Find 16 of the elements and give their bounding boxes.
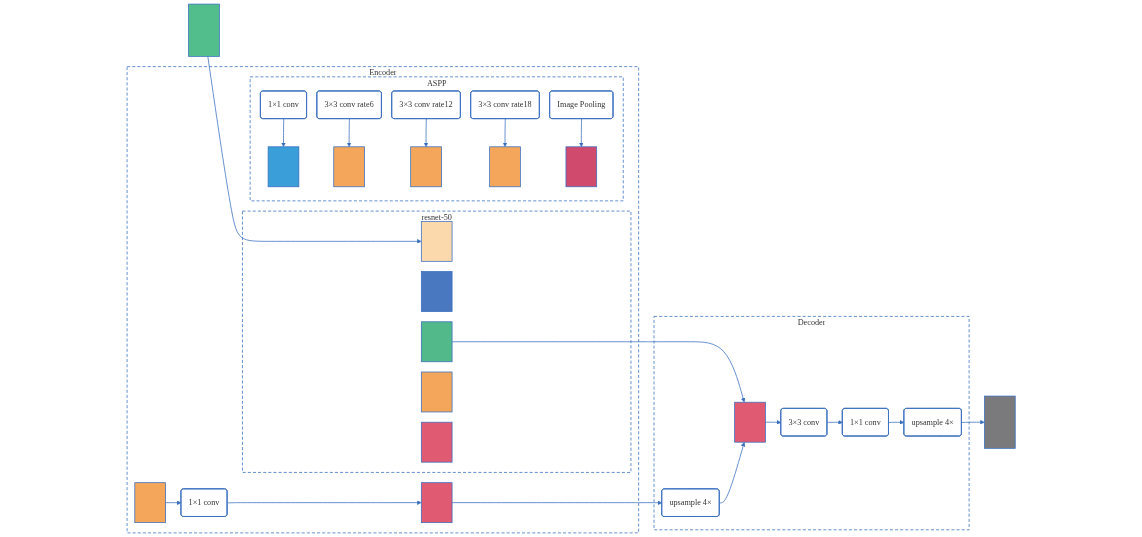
node-bar	[420, 271, 453, 312]
node-bar	[420, 220, 453, 262]
node-bar	[420, 482, 453, 524]
node-bar	[489, 146, 521, 188]
node-bar	[734, 401, 766, 443]
node-box	[188, 3, 220, 57]
node-box	[983, 395, 1016, 449]
node-bar	[267, 146, 300, 188]
node-bar	[420, 421, 453, 463]
node-bar	[410, 146, 442, 188]
node-bar	[565, 146, 597, 188]
node-bar	[333, 146, 365, 188]
node-bar	[420, 371, 453, 413]
node-bar	[420, 321, 453, 363]
node-bar	[134, 482, 166, 524]
cluster: resnet-50	[241, 210, 632, 473]
